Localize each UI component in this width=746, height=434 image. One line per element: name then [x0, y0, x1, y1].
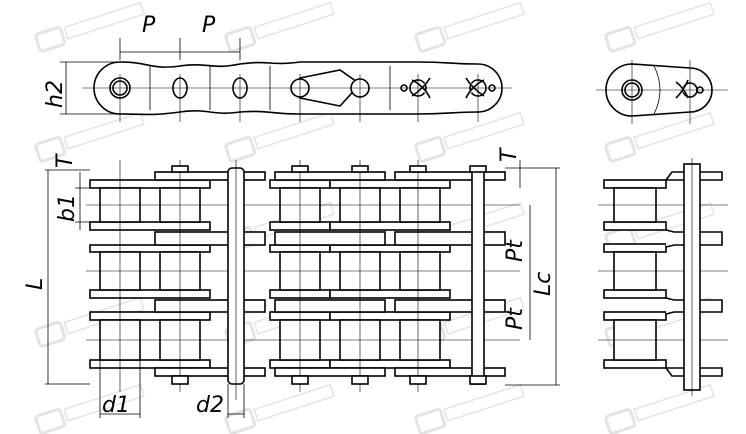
- watermark-logo-icon: [34, 136, 67, 163]
- watermark-wordmark: [443, 383, 525, 422]
- inner-link-plate: [329, 311, 451, 321]
- watermark-logo: [414, 111, 525, 163]
- watermark-logo: [34, 383, 145, 434]
- inner-link-plate: [329, 244, 451, 253]
- outer-link-plate: [274, 367, 386, 377]
- outer-link-plate: [154, 299, 266, 313]
- watermark-logo-icon: [34, 26, 67, 53]
- pin-head: [351, 375, 369, 385]
- dim-label-h2: h2: [43, 80, 68, 108]
- dim-label-b1: b1: [55, 194, 80, 222]
- inner-link-plate: [89, 311, 211, 321]
- watermark-wordmark: [63, 1, 145, 40]
- inner-link-plate: [89, 359, 211, 369]
- watermark-logo-icon: [414, 26, 447, 53]
- watermark-logo: [604, 111, 715, 163]
- end-inner-plate: [603, 243, 667, 253]
- outer-link-plate: [274, 171, 386, 181]
- watermark-wordmark: [633, 1, 715, 40]
- outer-link-plate: [154, 231, 266, 246]
- end-inner-plate: [603, 221, 667, 231]
- end-inner-plate: [603, 179, 667, 189]
- dim-label-t-left: T: [53, 153, 78, 168]
- end-inner-plate: [603, 311, 667, 321]
- pin-head: [291, 165, 309, 173]
- pin-head: [171, 375, 189, 385]
- inner-link-plate: [329, 289, 451, 299]
- watermark-logo: [414, 383, 525, 434]
- watermark-wordmark: [443, 1, 525, 40]
- spring-clip-icon: [465, 77, 485, 99]
- inner-link-plate: [329, 179, 451, 189]
- watermark-wordmark: [633, 111, 715, 150]
- inner-link-plate: [89, 244, 211, 253]
- watermark-logo: [224, 111, 335, 163]
- watermark-wordmark: [443, 111, 525, 150]
- watermark-logo-icon: [604, 408, 637, 434]
- pin-head: [409, 375, 427, 385]
- dim-label-d2: d2: [196, 393, 224, 418]
- outer-link-plate: [154, 367, 266, 377]
- watermark-logo-icon: [604, 136, 637, 163]
- watermark-wordmark: [633, 201, 715, 240]
- dim-label-d1: d1: [102, 393, 130, 418]
- dim-label-p1: P: [142, 13, 156, 38]
- spring-clip-icon: [411, 77, 431, 99]
- watermark-logo-icon: [34, 408, 67, 434]
- watermark-wordmark: [253, 111, 335, 150]
- watermark-wordmark: [63, 111, 145, 150]
- watermark-wordmark: [253, 383, 335, 422]
- watermark-logo-icon: [414, 408, 447, 434]
- dim-label-l: L: [23, 278, 48, 290]
- watermark-logo-icon: [224, 136, 257, 163]
- dim-label-lc: Lc: [531, 272, 556, 296]
- outer-link-plate: [394, 171, 506, 181]
- watermark-logo: [34, 1, 145, 53]
- outer-link-plate: [154, 171, 266, 181]
- dim-label-pt2: Pt: [503, 307, 528, 330]
- pin-head: [409, 165, 427, 173]
- watermark-wordmark: [63, 383, 145, 422]
- pin-head: [171, 165, 189, 173]
- outer-link-plate: [274, 299, 386, 313]
- inner-link-plate: [329, 221, 451, 231]
- pin-head: [469, 375, 487, 385]
- watermark-wordmark: [633, 383, 715, 422]
- pin-head: [351, 165, 369, 173]
- watermark-logo: [34, 111, 145, 163]
- end-inner-plate: [603, 289, 667, 299]
- outer-link-plate: [274, 231, 386, 246]
- chain-geometry: [45, 38, 728, 418]
- connecting-pin: [471, 167, 485, 385]
- pin-head: [469, 165, 487, 173]
- dim-label-t-right: T: [497, 147, 522, 162]
- inner-link-plate: [89, 221, 211, 231]
- watermark-logo: [414, 1, 525, 53]
- watermark-logo-icon: [414, 136, 447, 163]
- pin-head: [291, 375, 309, 385]
- watermark-logo-icon: [224, 408, 257, 434]
- watermark-logo-icon: [34, 321, 67, 348]
- dim-label-p2: P: [202, 13, 216, 38]
- inner-link-plate: [89, 289, 211, 299]
- watermark-logo: [604, 383, 715, 434]
- watermark-wordmark: [253, 1, 335, 40]
- dim-label-pt1: Pt: [503, 239, 528, 262]
- watermark-logo-icon: [224, 26, 257, 53]
- outer-link-plate: [394, 299, 506, 313]
- watermark-logo: [224, 1, 335, 53]
- inner-link-plate: [89, 179, 211, 189]
- end-inner-plate: [603, 359, 667, 369]
- watermark-logo: [604, 1, 715, 53]
- spring-clip-icon: [675, 79, 689, 99]
- outer-link-plate: [394, 367, 506, 377]
- watermark-logo: [224, 383, 335, 434]
- watermark-logo-icon: [604, 26, 637, 53]
- inner-link-plate: [329, 359, 451, 369]
- outer-link-plate: [394, 231, 506, 246]
